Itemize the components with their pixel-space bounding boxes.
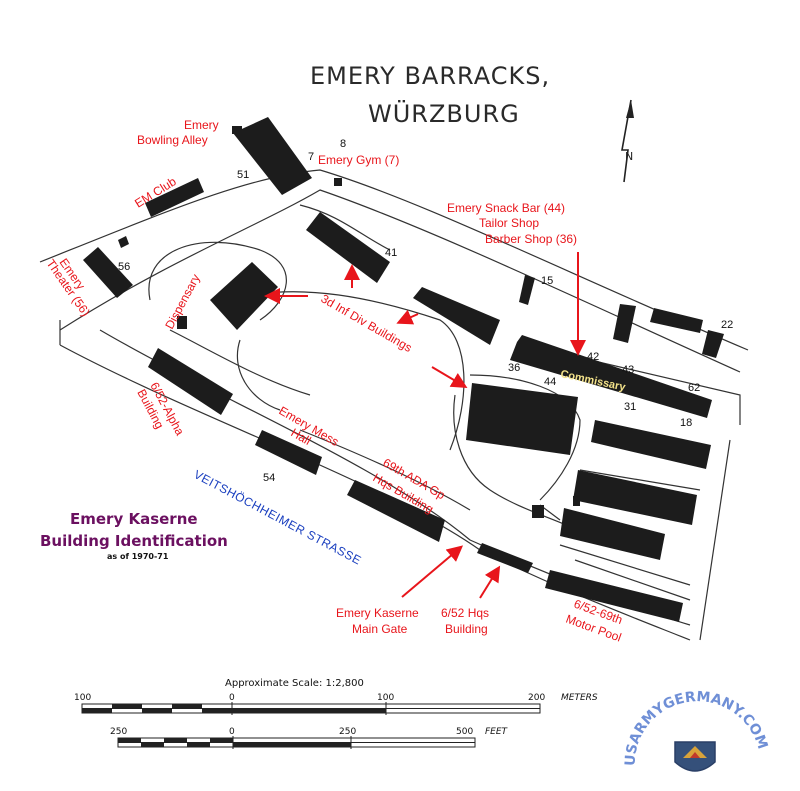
scale-m-100b: 100 [377, 693, 394, 703]
road-network [39, 169, 749, 641]
building-41 [306, 212, 390, 283]
building-ada [466, 383, 578, 455]
num-22: 22 [721, 319, 733, 331]
label-hqs-line1: 6/52 Hqs [441, 606, 489, 620]
building-small-4 [650, 308, 703, 333]
label-bowling-line1: Emery [184, 118, 219, 132]
scale-f-0: 0 [229, 727, 235, 737]
num-62: 62 [688, 382, 700, 394]
label-snack-line3: Barber Shop (36) [485, 232, 577, 246]
arrow-inf-div-3 [431, 366, 468, 389]
label-inf-div: 3d Inf Div Buildings [319, 291, 415, 354]
annotation-arrows [264, 252, 586, 599]
building-69th-ada [347, 480, 445, 542]
num-51: 51 [237, 169, 249, 181]
watermark: USARMYGERMANY.COM [623, 689, 770, 772]
building-row-3 [560, 508, 665, 560]
building-row-2 [573, 470, 697, 525]
scale-f-250b: 250 [339, 727, 356, 737]
label-snack-line1: Emery Snack Bar (44) [447, 201, 565, 215]
num-18: 18 [680, 417, 692, 429]
building-em-club [145, 178, 204, 217]
building-15 [519, 275, 535, 305]
label-gym: Emery Gym (7) [318, 153, 399, 167]
annotations: Emery Bowling Alley Emery Gym (7) EM Clu… [44, 118, 625, 645]
scale-meters-unit: METERS [561, 693, 598, 703]
scale-f-500: 500 [456, 727, 473, 737]
building-22 [702, 330, 724, 358]
building-motor-pool [545, 570, 683, 622]
scale-bar: Approximate Scale: 1:2,800 100 0 100 200… [74, 678, 598, 749]
map-title-line1: EMERY BARRACKS, [310, 62, 550, 90]
north-label: N [625, 150, 633, 163]
map-title-line2: WÜRZBURG [368, 99, 520, 128]
num-44: 44 [544, 376, 556, 388]
num-56: 56 [118, 261, 130, 273]
building-small-2 [177, 316, 187, 329]
scale-feet-unit: FEET [485, 727, 509, 737]
scale-m-200: 200 [528, 693, 545, 703]
legend-title-line1: Emery Kaserne [70, 510, 198, 528]
building-8 [334, 178, 342, 186]
label-gate-line1: Emery Kaserne [336, 606, 419, 620]
num-7: 7 [308, 151, 314, 163]
building-small-3 [613, 304, 636, 343]
building-54 [255, 430, 322, 475]
legend-subtitle: as of 1970-71 [107, 552, 169, 561]
building-bowling [232, 126, 242, 134]
num-36: 36 [508, 362, 520, 374]
building-dispensary [210, 262, 278, 330]
street-name: VEITSHÖCHHEIMER STRASSE [192, 467, 364, 567]
legend-title-line2: Building Identification [40, 532, 228, 550]
building-alpha [148, 348, 233, 415]
building-small-6 [532, 505, 544, 518]
label-hqs-line2: Building [445, 622, 488, 636]
north-arrow-icon: N [621, 99, 634, 183]
buildings [83, 117, 724, 622]
num-43: 43 [622, 364, 634, 376]
building-inf-div [413, 287, 500, 345]
scale-title: Approximate Scale: 1:2,800 [225, 678, 364, 689]
num-54: 54 [263, 472, 275, 484]
label-bowling-line2: Bowling Alley [137, 133, 208, 147]
num-15: 15 [541, 275, 553, 287]
building-small-1 [118, 236, 129, 248]
scale-m-100a: 100 [74, 693, 91, 703]
label-snack-line2: Tailor Shop [479, 216, 539, 230]
num-8: 8 [340, 138, 346, 150]
building-commissary [510, 335, 712, 418]
building-row-1 [591, 420, 711, 469]
army-patch-icon [674, 741, 716, 772]
building-numbers: 7 8 51 56 41 15 22 36 42 43 44 62 31 18 … [118, 138, 733, 484]
label-gate-line2: Main Gate [352, 622, 408, 636]
building-hqs [477, 543, 533, 573]
scale-m-0: 0 [229, 693, 235, 703]
building-7 [233, 117, 312, 195]
arrow-main-gate [401, 545, 464, 598]
num-31: 31 [624, 401, 636, 413]
arrow-hqs [479, 565, 501, 599]
building-small-5 [573, 496, 580, 506]
building-56 [83, 247, 133, 298]
arrow-inf-div-2 [396, 309, 419, 325]
num-41: 41 [385, 247, 397, 259]
scale-f-250a: 250 [110, 727, 127, 737]
num-42: 42 [587, 351, 599, 363]
